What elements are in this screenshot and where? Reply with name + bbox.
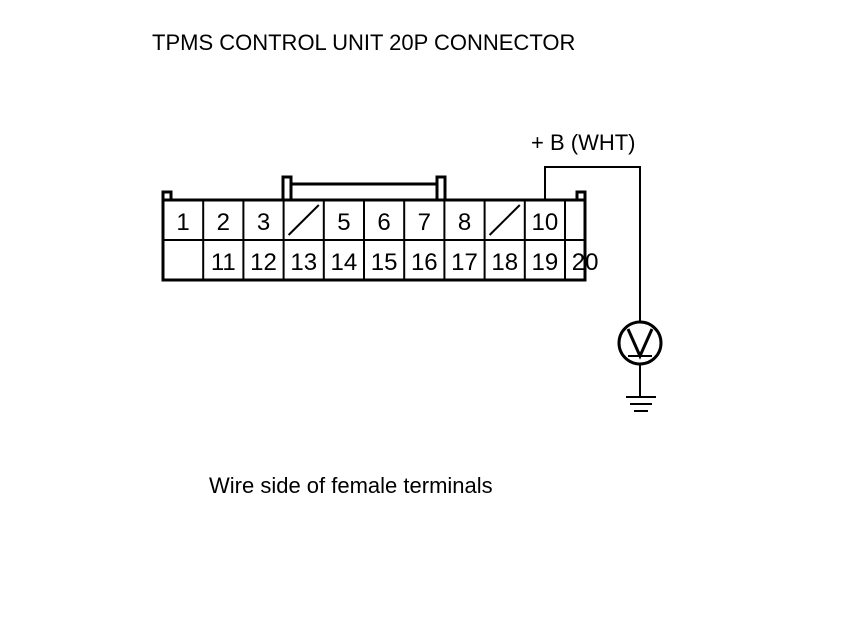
empty-cavity-slash: [287, 204, 320, 236]
terminal-14: 14: [331, 249, 358, 276]
terminal-15: 15: [371, 249, 398, 276]
terminal-5: 5: [337, 209, 350, 236]
terminal-19: 19: [532, 249, 559, 276]
diagram-caption: Wire side of female terminals: [209, 473, 493, 498]
terminal-3: 3: [257, 209, 270, 236]
wire-plus-b: [544, 166, 641, 322]
terminal-2: 2: [217, 209, 230, 236]
terminal-6: 6: [377, 209, 390, 236]
ground-icon: [626, 364, 656, 412]
terminal-18: 18: [491, 249, 518, 276]
connector-body: [161, 175, 587, 282]
terminal-1: 1: [176, 209, 189, 236]
terminal-7: 7: [418, 209, 431, 236]
terminal-10: 10: [532, 209, 559, 236]
terminal-11: 11: [211, 249, 236, 276]
terminal-20: 20: [572, 249, 599, 276]
terminal-13: 13: [290, 249, 317, 276]
wire-label: + B (WHT): [531, 130, 636, 155]
terminal-17: 17: [451, 249, 478, 276]
terminal-8: 8: [458, 209, 471, 236]
terminal-12: 12: [250, 249, 277, 276]
empty-cavity-slash: [488, 204, 521, 236]
voltmeter-icon: [617, 320, 663, 366]
terminal-16: 16: [411, 249, 438, 276]
diagram-title: TPMS CONTROL UNIT 20P CONNECTOR: [152, 30, 576, 55]
